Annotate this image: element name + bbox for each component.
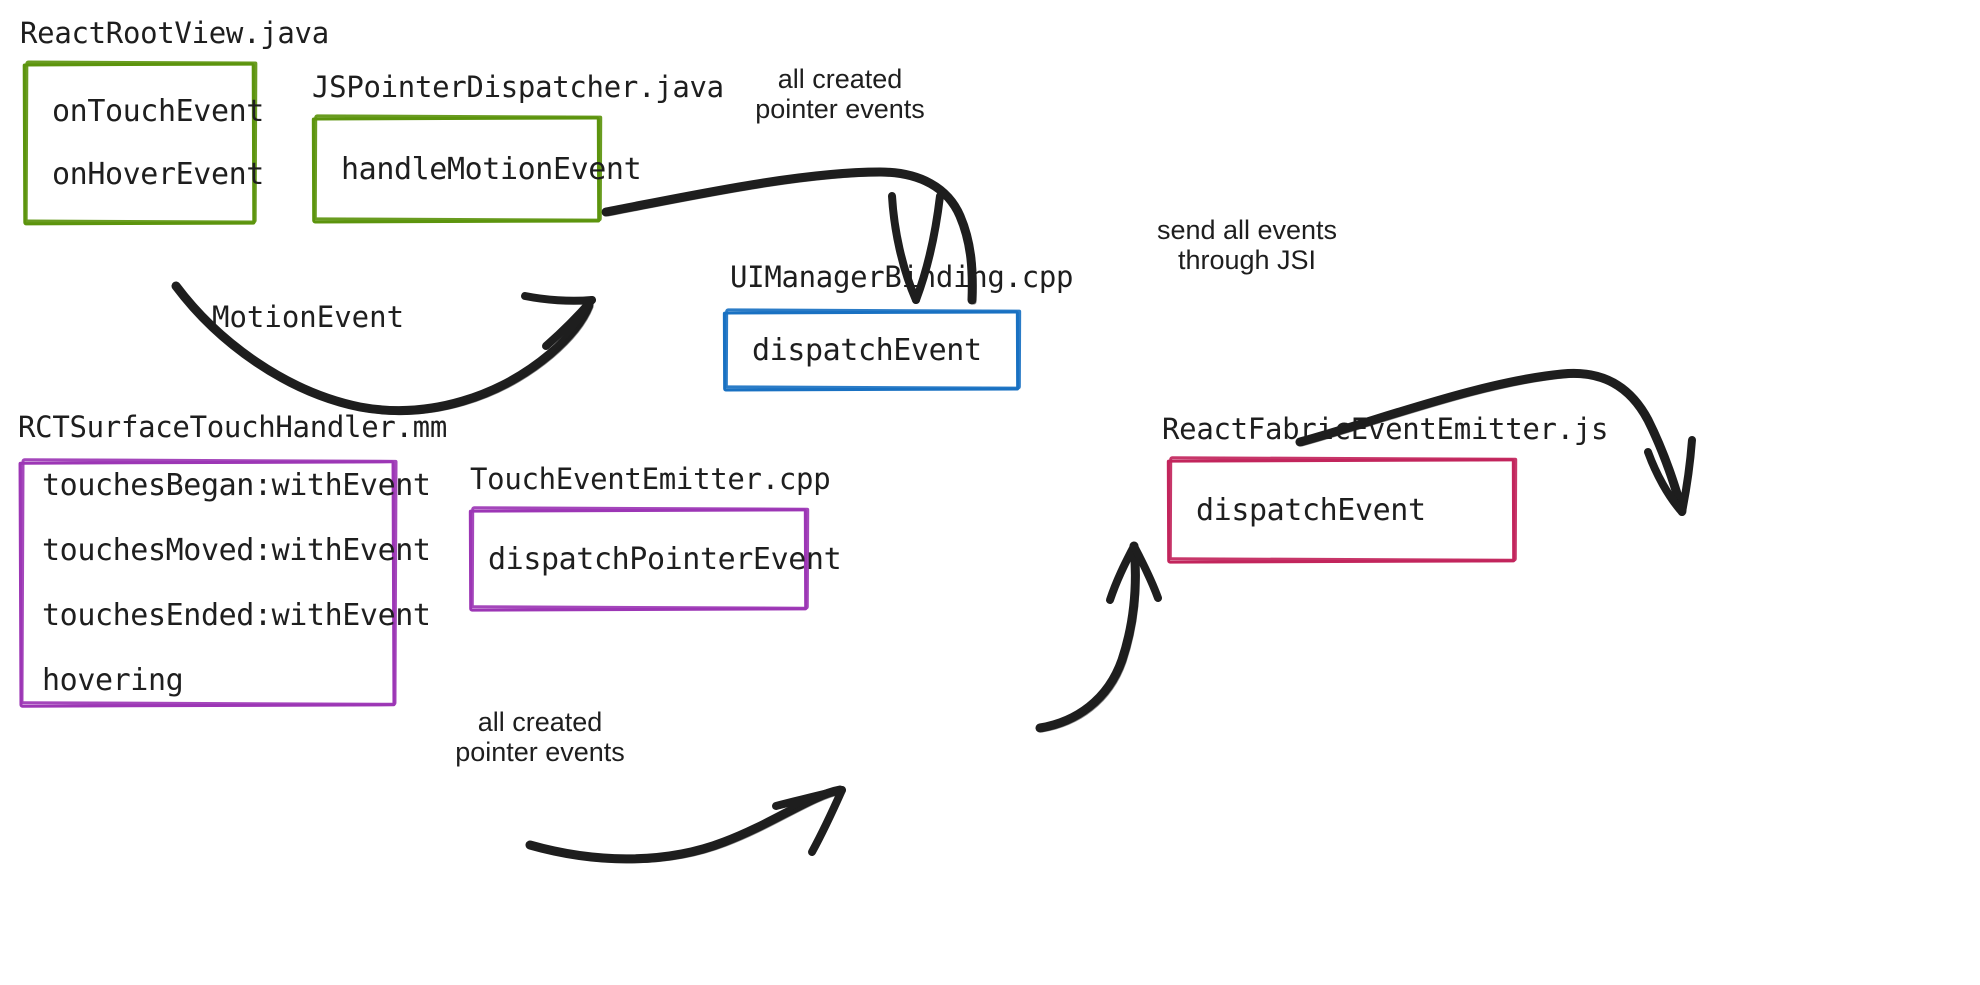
- node-body: onTouchEvent onHoverEvent: [24, 62, 264, 224]
- node-body: touchesBegan:withEvent touchesMoved:with…: [20, 460, 431, 706]
- node-react-fabric-event-emitter[interactable]: dispatchEvent: [1166, 456, 1518, 564]
- caption-ui-manager-binding: UIManagerBinding.cpp: [730, 260, 1074, 294]
- caption-js-pointer-dispatcher: JSPointerDispatcher.java: [312, 70, 724, 104]
- edge-label-ios-pointer-events: all created pointer events: [455, 707, 625, 768]
- node-body: dispatchEvent: [1168, 458, 1516, 562]
- caption-react-root-view: ReactRootView.java: [20, 16, 329, 50]
- caption-react-fabric-event-emitter: ReactFabricEventEmitter.js: [1162, 412, 1609, 446]
- node-body: dispatchPointerEvent: [470, 508, 842, 610]
- method-handle-motion-event: handleMotionEvent: [341, 151, 642, 187]
- method-on-hover-event: onHoverEvent: [52, 157, 264, 192]
- edge-label-android-pointer-events: all created pointer events: [755, 64, 925, 125]
- method-on-touch-event: onTouchEvent: [52, 94, 264, 129]
- node-ui-manager-binding[interactable]: dispatchEvent: [722, 308, 1022, 392]
- arrow-touch-event-emitter-to-ui-manager-binding: [1035, 541, 1162, 733]
- caption-rct-surface-touch-handler: RCTSurfaceTouchHandler.mm: [18, 410, 447, 444]
- node-touch-event-emitter[interactable]: dispatchPointerEvent: [468, 506, 842, 612]
- node-react-root-view[interactable]: onTouchEvent onHoverEvent: [22, 60, 264, 226]
- node-body: dispatchEvent: [724, 310, 1020, 390]
- method-dispatch-event: dispatchEvent: [1196, 492, 1426, 528]
- method-dispatch-pointer-event: dispatchPointerEvent: [488, 541, 842, 577]
- method-hovering: hovering: [42, 663, 184, 698]
- method-touches-began-with-event: touchesBegan:withEvent: [42, 468, 431, 503]
- method-dispatch-event: dispatchEvent: [752, 332, 982, 368]
- edge-label-jsi: send all events through JSI: [1156, 215, 1338, 276]
- caption-touch-event-emitter: TouchEventEmitter.cpp: [470, 462, 831, 496]
- node-js-pointer-dispatcher[interactable]: handleMotionEvent: [311, 114, 642, 224]
- node-rct-surface-touch-handler[interactable]: touchesBegan:withEvent touchesMoved:with…: [18, 458, 431, 708]
- arrow-rct-surface-touch-handler-to-touch-event-emitter: [525, 785, 846, 864]
- node-body: handleMotionEvent: [313, 116, 642, 222]
- edge-label-motion-event: MotionEvent: [212, 300, 405, 334]
- method-touches-moved-with-event: touchesMoved:withEvent: [42, 533, 431, 568]
- method-touches-ended-with-event: touchesEnded:withEvent: [42, 598, 431, 633]
